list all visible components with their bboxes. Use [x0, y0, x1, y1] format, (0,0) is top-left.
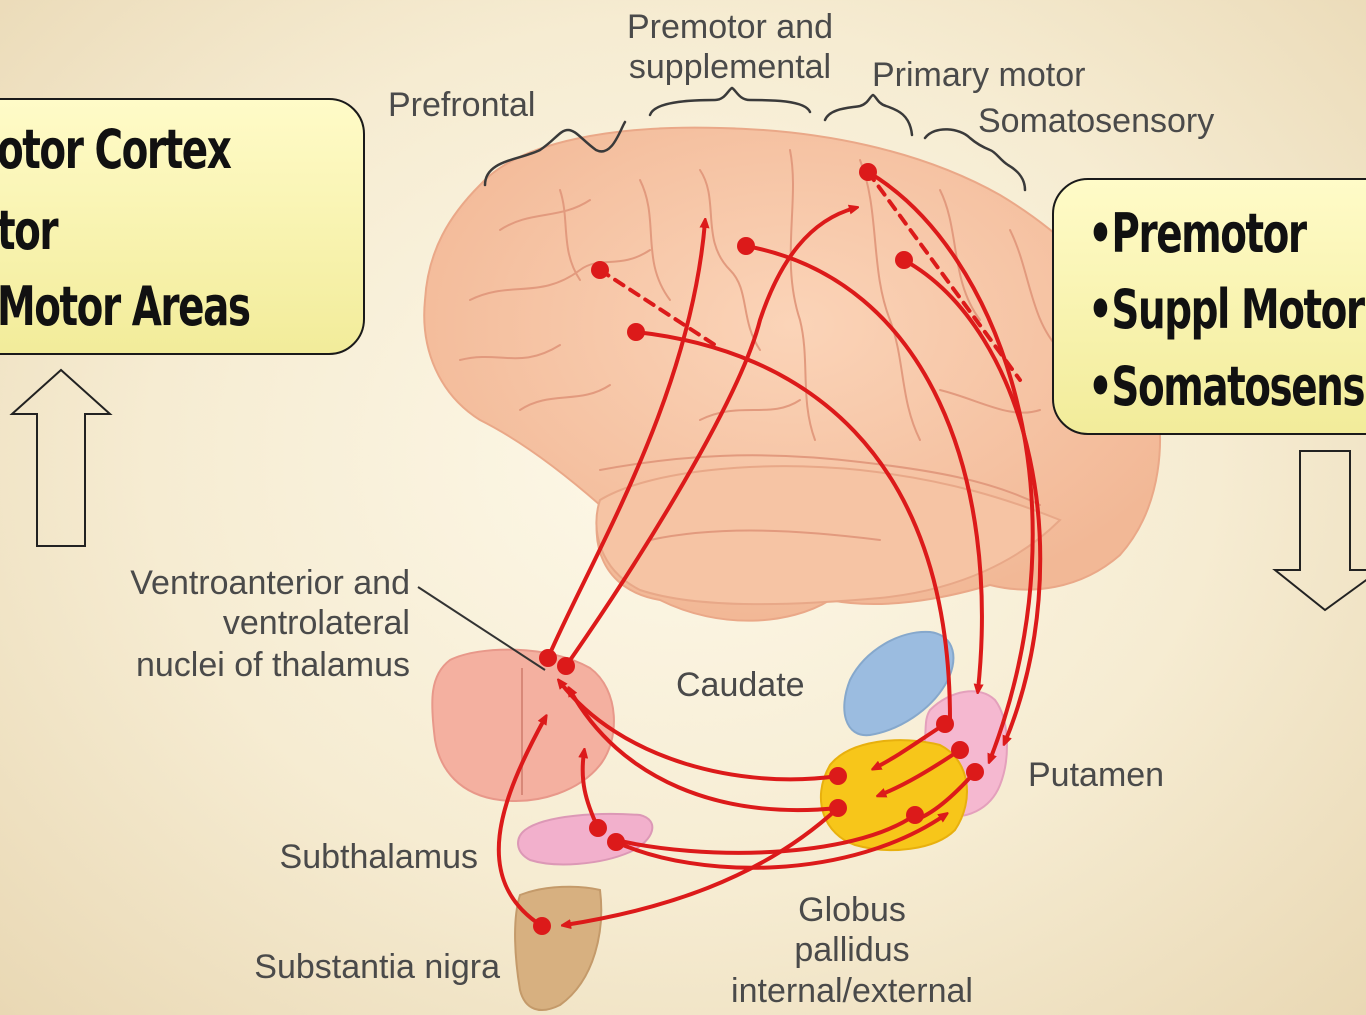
dot-putamen-3 [966, 763, 984, 781]
up-arrow [12, 370, 110, 546]
label-putamen: Putamen [1028, 756, 1164, 794]
dot-primary-motor [859, 163, 877, 181]
callout-box-left: otor Cortex tor Motor Areas [0, 98, 365, 355]
dot-subthalamus-1 [589, 819, 607, 837]
brain-cortex [424, 128, 1160, 621]
dot-prefrontal-2 [627, 323, 645, 341]
dot-thalamus-1 [539, 649, 557, 667]
label-thalamus-2: ventrolateral [223, 604, 410, 642]
callout-box-right: •Premotor •Suppl Motor •Somatosens [1052, 178, 1366, 435]
label-premotor-supplemental-1: Premotor and [627, 8, 833, 46]
label-globus-1: Globus [798, 891, 906, 929]
callout-left-line-1: otor Cortex [0, 123, 230, 177]
dot-putamen-2 [951, 741, 969, 759]
bracket-primary [825, 95, 912, 135]
callout-right-line-2: •Suppl Motor [1088, 283, 1364, 337]
dot-premotor [737, 237, 755, 255]
callout-right-line-3: •Somatosens [1088, 360, 1364, 414]
dot-putamen-1 [936, 715, 954, 733]
label-globus-3: internal/external [731, 972, 973, 1010]
dot-prefrontal-1 [591, 261, 609, 279]
label-somatosensory: Somatosensory [978, 102, 1214, 140]
thalamus [432, 650, 614, 801]
label-primary-motor: Primary motor [872, 56, 1085, 94]
dot-gp-3 [906, 806, 924, 824]
dot-nigra [533, 917, 551, 935]
subthalamus [518, 814, 652, 864]
substantia-nigra [515, 887, 601, 1010]
label-thalamus-1: Ventroanterior and [130, 564, 410, 602]
dot-subthalamus-2 [607, 833, 625, 851]
bracket-premotor [650, 88, 810, 115]
label-thalamus-3: nuclei of thalamus [136, 646, 410, 684]
callout-left-line-3: Motor Areas [0, 280, 250, 334]
label-prefrontal: Prefrontal [388, 86, 535, 124]
label-caudate: Caudate [676, 666, 805, 704]
dot-gp-2 [829, 799, 847, 817]
label-premotor-supplemental-2: supplemental [629, 48, 831, 86]
callout-right-line-1: •Premotor [1088, 207, 1306, 261]
dot-thalamus-2 [557, 657, 575, 675]
label-subthalamus: Subthalamus [280, 838, 478, 876]
dot-gp-1 [829, 767, 847, 785]
down-arrow [1275, 451, 1366, 610]
label-substantia-nigra: Substantia nigra [254, 948, 500, 986]
dot-somatosensory [895, 251, 913, 269]
callout-left-line-2: tor [0, 204, 57, 258]
label-globus-2: pallidus [794, 931, 909, 969]
